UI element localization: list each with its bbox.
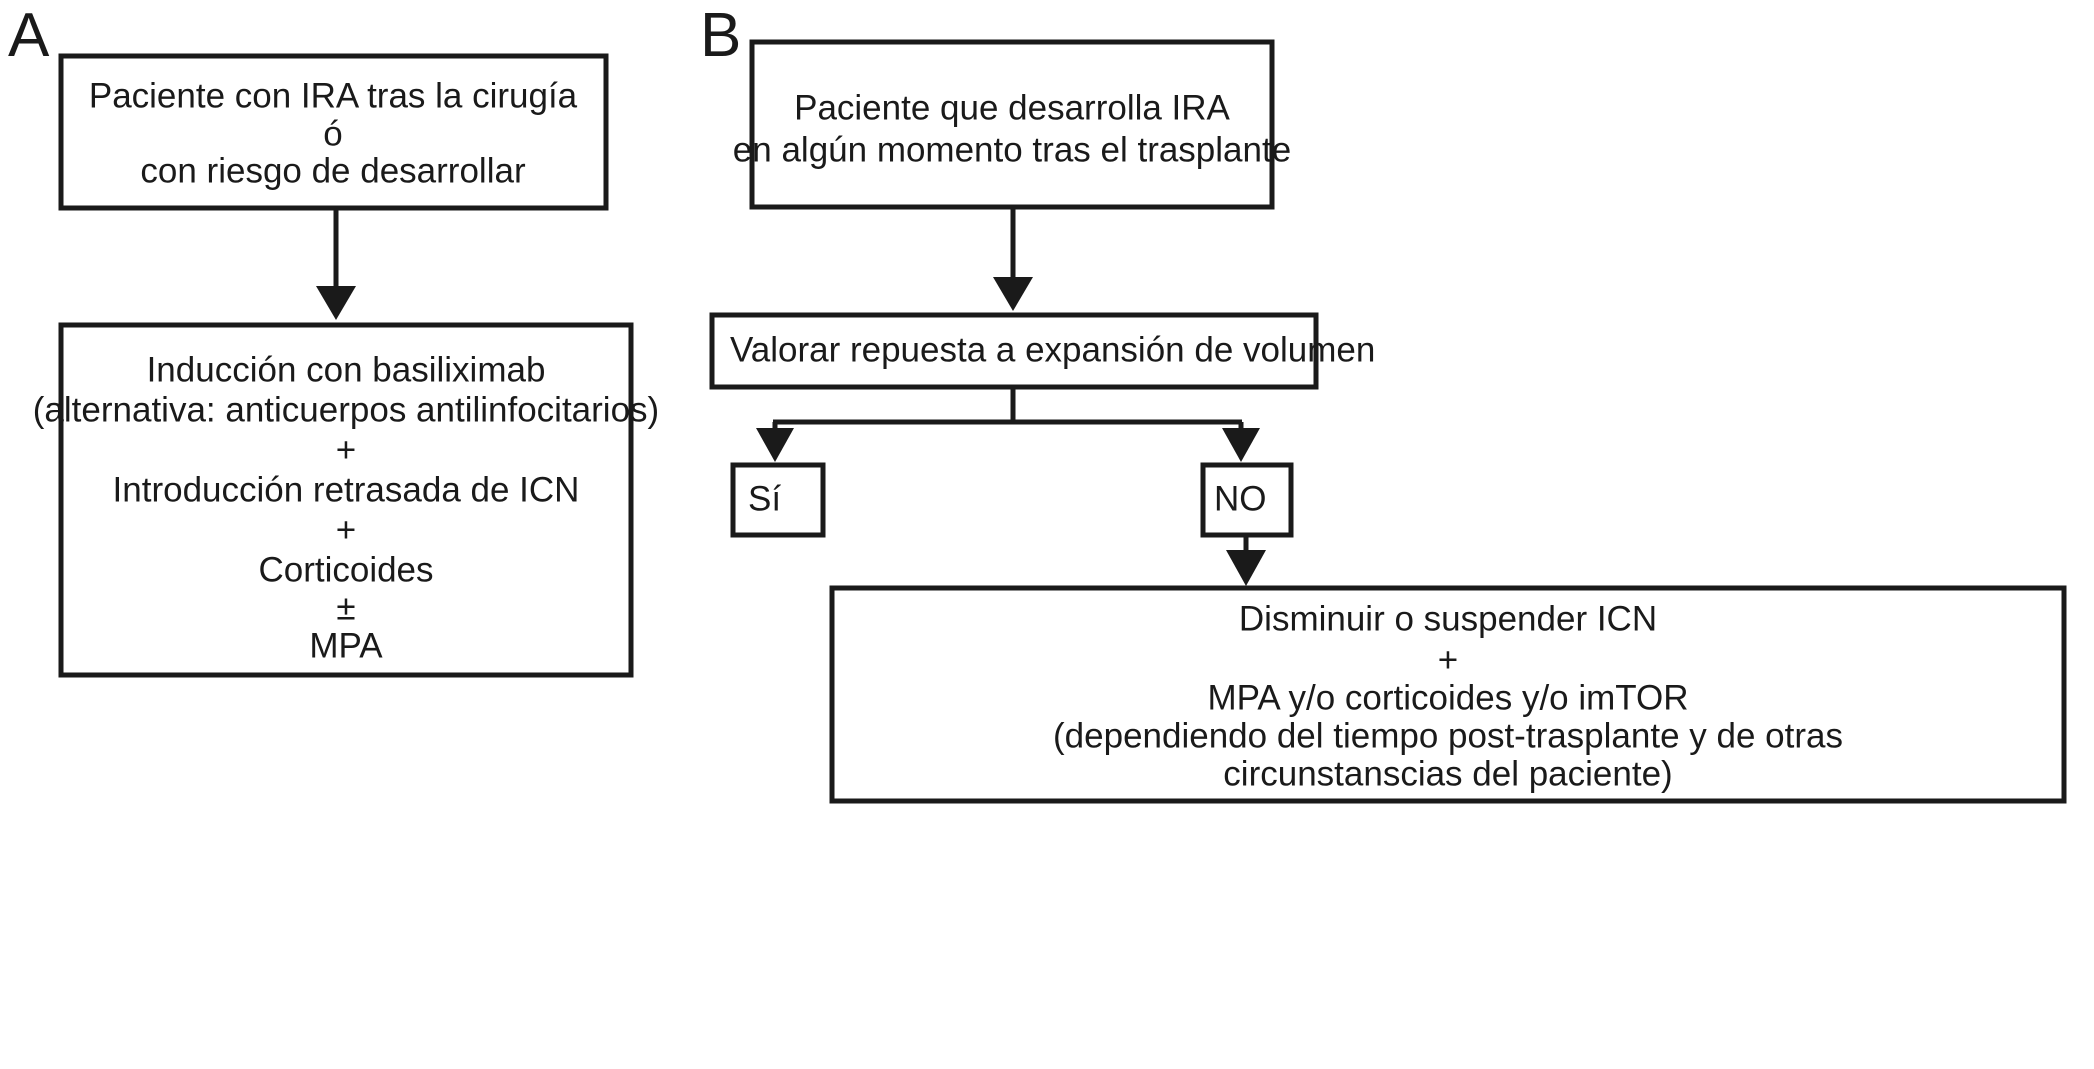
induction-line-3: + xyxy=(336,430,356,469)
a-node-1-patient-risk-box[interactable]: Paciente con IRA tras la cirugía ó con r… xyxy=(58,53,609,211)
develops-ira-line-1: Paciente que desarrolla IRA xyxy=(794,88,1230,127)
patient-risk-line-2: ó xyxy=(323,114,342,153)
branch-right-arrowhead xyxy=(1222,428,1260,462)
arrow-b-1-to-2 xyxy=(993,207,1033,311)
induction-line-7: ± xyxy=(336,588,355,627)
arrow-b-no-to-3 xyxy=(1226,535,1266,586)
decision-no-label: NO xyxy=(1214,479,1267,518)
arrow-b-no-to-3-head xyxy=(1226,550,1266,586)
reduce-icn-line-4: (dependiendo del tiempo post-trasplante … xyxy=(1053,716,1843,755)
induction-line-2: (alternativa: anticuerpos antilinfocitar… xyxy=(33,390,659,429)
decision-yes-label: Sí xyxy=(748,479,781,518)
patient-risk-box-rect[interactable] xyxy=(58,53,609,211)
reduce-icn-treatment-box-rect[interactable] xyxy=(829,585,2067,804)
panel-a: A Paciente con IRA tras la cirugía ó con… xyxy=(8,1,659,678)
decision-no-box-rect[interactable] xyxy=(1200,462,1294,538)
induction-line-6: Corticoides xyxy=(258,550,433,589)
induction-line-8: MPA xyxy=(309,626,383,665)
b-node-1-patient-develops-ira-box[interactable]: Paciente que desarrolla IRA en algún mom… xyxy=(733,39,1291,210)
panel-a-letter: A xyxy=(8,1,50,70)
branch-splitter-b2 xyxy=(756,387,1260,462)
a-node-2-induction-protocol-box[interactable]: Inducción con basiliximab (alternativa: … xyxy=(33,322,659,678)
induction-line-4: Introducción retrasada de ICN xyxy=(113,470,580,509)
b-node-yes-decision-yes-box[interactable]: Sí xyxy=(730,462,826,538)
arrow-a-1-to-2-head xyxy=(316,286,356,320)
b-node-no-decision-no-box[interactable]: NO xyxy=(1200,462,1294,538)
panel-b-letter: B xyxy=(700,1,741,70)
b-node-2-assess-volume-response-box[interactable]: Valorar repuesta a expansión de volumen xyxy=(709,312,1375,390)
branch-left-arrowhead xyxy=(756,428,794,462)
induction-protocol-box-rect[interactable] xyxy=(58,322,634,678)
b-node-3-reduce-icn-treatment-box[interactable]: Disminuir o suspender ICN + MPA y/o cort… xyxy=(829,585,2067,804)
assess-volume-line-1: Valorar repuesta a expansión de volumen xyxy=(730,330,1375,369)
patient-risk-line-3: con riesgo de desarrollar xyxy=(140,151,526,190)
induction-line-1: Inducción con basiliximab xyxy=(147,350,546,389)
reduce-icn-line-3: MPA y/o corticoides y/o imTOR xyxy=(1207,678,1688,717)
arrow-b-1-to-2-head xyxy=(993,277,1033,311)
reduce-icn-line-1: Disminuir o suspender ICN xyxy=(1239,599,1657,638)
develops-ira-line-2: en algún momento tras el trasplante xyxy=(733,130,1291,169)
arrow-a-1-to-2 xyxy=(316,208,356,320)
decision-yes-box-rect[interactable] xyxy=(730,462,826,538)
reduce-icn-line-5: circunstanscias del paciente) xyxy=(1223,754,1672,793)
assess-volume-response-box-rect[interactable] xyxy=(709,312,1319,390)
panel-b: B Paciente que desarrolla IRA en algún m… xyxy=(700,1,2067,804)
reduce-icn-line-2: + xyxy=(1438,640,1458,679)
patient-risk-line-1: Paciente con IRA tras la cirugía xyxy=(89,76,578,115)
induction-line-5: + xyxy=(336,510,356,549)
